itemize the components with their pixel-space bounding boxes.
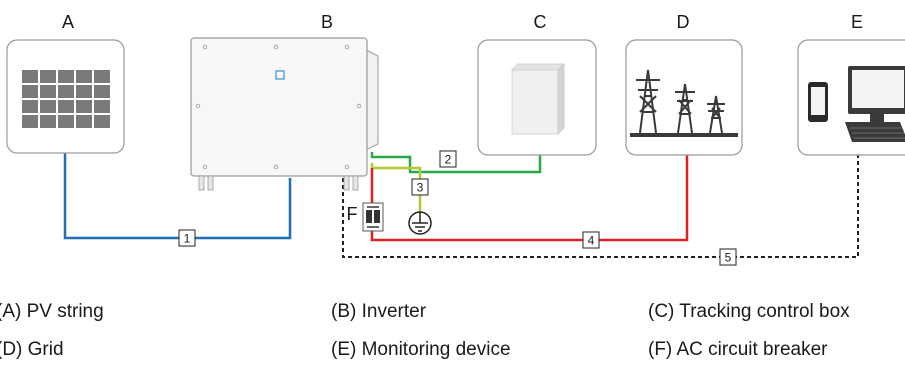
pv-string-icon bbox=[6, 39, 125, 154]
ac-circuit-breaker-icon: F bbox=[347, 202, 384, 232]
label-f: F bbox=[347, 204, 358, 224]
cable-tag-3: 3 bbox=[411, 178, 429, 196]
monitoring-cable-5 bbox=[342, 155, 859, 258]
cable-tag-1: 1 bbox=[178, 229, 196, 247]
tracking-control-box-icon bbox=[477, 39, 597, 156]
cable-number: 1 bbox=[184, 232, 191, 246]
legend-ac-circuit-breaker: (F) AC circuit breaker bbox=[648, 339, 828, 360]
label-d: D bbox=[677, 12, 690, 32]
label-b: B bbox=[321, 12, 333, 32]
legend-grid: (D) Grid bbox=[0, 339, 64, 360]
ground-icon bbox=[408, 211, 432, 235]
legend-inverter: (B) Inverter bbox=[331, 301, 427, 322]
legend-monitoring-device: (E) Monitoring device bbox=[331, 339, 511, 360]
grid-icon bbox=[625, 39, 743, 156]
legend-pv-string: (A) PV string bbox=[0, 301, 104, 322]
monitoring-device-icon bbox=[797, 39, 905, 156]
cable-number: 3 bbox=[417, 181, 424, 195]
dc-cable-1 bbox=[63, 153, 292, 240]
cable-number: 4 bbox=[588, 234, 595, 248]
cable-number: 5 bbox=[725, 251, 732, 265]
label-a: A bbox=[62, 12, 74, 32]
legend-tracking-control-box: (C) Tracking control box bbox=[648, 301, 850, 322]
label-c: C bbox=[534, 12, 547, 32]
cable-tag-4: 4 bbox=[582, 231, 600, 249]
label-e: E bbox=[851, 12, 863, 32]
inverter-icon bbox=[190, 37, 379, 191]
cable-tag-2: 2 bbox=[439, 150, 457, 168]
comm-cable-2 bbox=[370, 152, 542, 174]
cable-tag-5: 5 bbox=[719, 248, 737, 266]
cable-number: 2 bbox=[445, 153, 452, 167]
